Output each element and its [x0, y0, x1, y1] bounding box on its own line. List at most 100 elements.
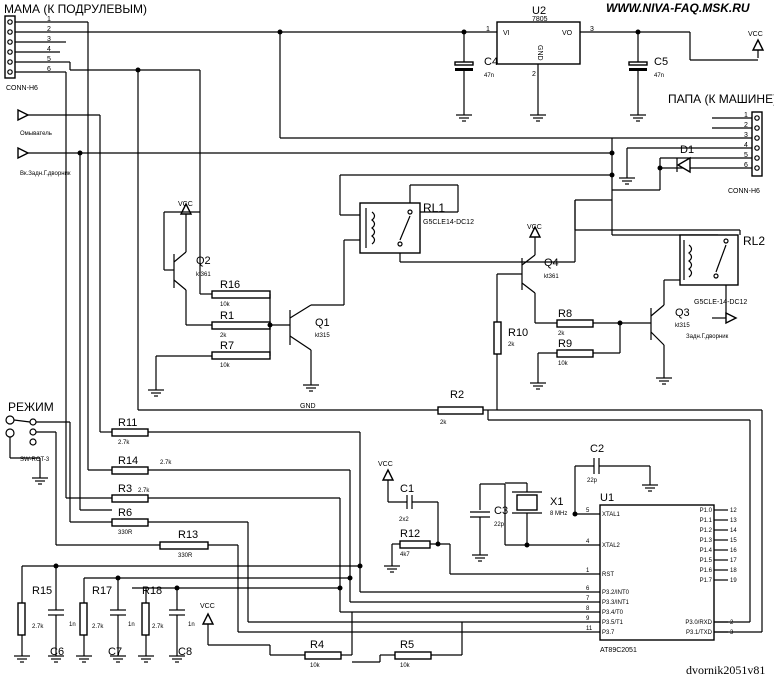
resistor-r3: R3 2.7k [111, 483, 150, 503]
svg-text:2.7k: 2.7k [138, 488, 150, 494]
svg-text:C4: C4 [484, 56, 498, 68]
svg-text:R13: R13 [178, 529, 198, 541]
transistor-q3: Q3 kt315 [650, 304, 690, 346]
signature: dvornik2051v81 [686, 663, 765, 677]
capacitor-c1: C1 2x2 [399, 483, 414, 523]
resistor-r5: R5 10k [394, 639, 432, 669]
transistor-q4: Q4 kt361 [521, 254, 559, 294]
svg-text:X1: X1 [550, 496, 563, 508]
site-header: WWW.NIVA-FAQ.MSK.RU [606, 1, 750, 15]
svg-text:RL1: RL1 [423, 201, 445, 215]
resistor-r9: R9 10k [556, 338, 594, 367]
rear-wiper-out-label: Задн.Г.дворник [686, 334, 729, 340]
mcu-pin-name: P1.0 [700, 508, 713, 514]
mcu-pin-number: 13 [730, 518, 737, 524]
mcu-pin-number: 7 [586, 596, 590, 602]
svg-text:R2: R2 [450, 389, 464, 401]
resistor-r6: R6 330R [111, 507, 149, 536]
mcu-pin-name: RST [602, 572, 614, 578]
svg-text:4: 4 [744, 142, 748, 149]
mcu-pin-name: P1.1 [700, 518, 713, 524]
resistor-r14: R14 2.7k [111, 455, 172, 475]
resistor-r12: R12 4k7 [399, 528, 431, 558]
svg-text:GND: GND [536, 45, 543, 61]
svg-text:R10: R10 [508, 327, 528, 339]
svg-text:10k: 10k [400, 663, 411, 669]
svg-text:AT89C2051: AT89C2051 [600, 647, 637, 654]
resistor-r10: R10 2k [493, 321, 528, 355]
svg-text:22p: 22p [494, 522, 505, 528]
mcu-pin-number: 6 [586, 586, 590, 592]
svg-text:47n: 47n [654, 73, 664, 79]
svg-text:R4: R4 [310, 639, 324, 651]
transistor-q2: Q2 kt361 [173, 251, 211, 291]
relay-rl1: RL1 G5CLE14-DC12 [359, 201, 474, 254]
svg-text:3: 3 [590, 26, 594, 33]
mama-connector-title: МАМА (К ПОДРУЛЕВЫМ) [4, 2, 147, 16]
svg-text:2.7k: 2.7k [32, 624, 44, 630]
svg-text:C5: C5 [654, 56, 668, 68]
svg-text:2k: 2k [440, 420, 447, 426]
mcu-left-pins: XTAL15XTAL24RST1P3.2/INT06P3.3/INT17P3.4… [586, 508, 630, 636]
svg-text:330R: 330R [118, 530, 133, 536]
svg-text:C8: C8 [178, 646, 192, 658]
svg-text:D1: D1 [680, 144, 694, 156]
mcu-pin-number: 17 [730, 558, 737, 564]
mcu-pin-number: 8 [586, 606, 590, 612]
svg-text:4k7: 4k7 [400, 552, 410, 558]
resistor-r2: R2 2k [437, 389, 484, 426]
svg-text:2.7k: 2.7k [92, 624, 104, 630]
mode-switch-title: РЕЖИМ [8, 400, 54, 414]
resistor-r18: R18 2.7k [137, 585, 164, 663]
svg-text:10k: 10k [220, 302, 231, 308]
mcu-pin-number: 15 [730, 538, 737, 544]
mama-pin-1: 1 [47, 16, 51, 23]
svg-text:U2: U2 [532, 5, 546, 17]
relay-rl2: RL2 G5CLE-14-DC12 [679, 234, 765, 306]
capacitor-c6: 1n C6 [47, 566, 76, 663]
mode-switch[interactable] [5, 415, 40, 459]
svg-text:22p: 22p [587, 478, 598, 484]
svg-text:7805: 7805 [532, 16, 548, 23]
svg-text:Q3: Q3 [675, 307, 690, 319]
mama-pin-2: 2 [47, 26, 51, 33]
washer-label: Омыватель [20, 131, 52, 137]
svg-text:G5CLE14-DC12: G5CLE14-DC12 [423, 219, 474, 226]
svg-text:2.7k: 2.7k [160, 460, 172, 466]
gnd-label: GND [300, 403, 316, 410]
svg-text:R18: R18 [142, 585, 162, 597]
svg-text:C1: C1 [400, 483, 414, 495]
mcu-pin-name: P1.7 [700, 578, 713, 584]
resistor-r1: R1 2k [211, 310, 271, 339]
svg-text:10k: 10k [220, 363, 231, 369]
mcu-pin-name: P3.4/T0 [602, 610, 624, 616]
mama-connector: 1 2 3 4 5 6 [4, 15, 60, 79]
svg-text:VCC: VCC [527, 224, 542, 231]
svg-text:10k: 10k [558, 361, 569, 367]
capacitor-c4: C4 47n [454, 32, 498, 122]
svg-text:10k: 10k [310, 663, 321, 669]
mcu-pin-name: P1.5 [700, 558, 713, 564]
mcu-pin-number: 18 [730, 568, 737, 574]
svg-text:1n: 1n [128, 622, 135, 628]
svg-text:1: 1 [744, 112, 748, 119]
svg-text:330R: 330R [178, 553, 193, 559]
mama-pin-5: 5 [47, 56, 51, 63]
svg-text:kt315: kt315 [675, 323, 690, 329]
svg-text:R8: R8 [558, 308, 572, 320]
mcu-pin-number: 11 [586, 626, 593, 632]
svg-text:2x2: 2x2 [399, 517, 409, 523]
mcu-pin-name: P1.3 [700, 538, 713, 544]
crystal-x1: X1 8 MHz [512, 491, 567, 517]
mcu-pin-name: P1.6 [700, 568, 713, 574]
capacitor-c5: C5 47n [628, 32, 668, 122]
svg-text:VO: VO [562, 30, 573, 37]
svg-text:2: 2 [744, 122, 748, 129]
mcu-pin-number: 9 [586, 616, 590, 622]
mcu-pin-number: 12 [730, 508, 737, 514]
mcu-pin-name: P3.3/INT1 [602, 600, 630, 606]
mama-pin-6: 6 [47, 66, 51, 73]
svg-text:VI: VI [503, 30, 510, 37]
